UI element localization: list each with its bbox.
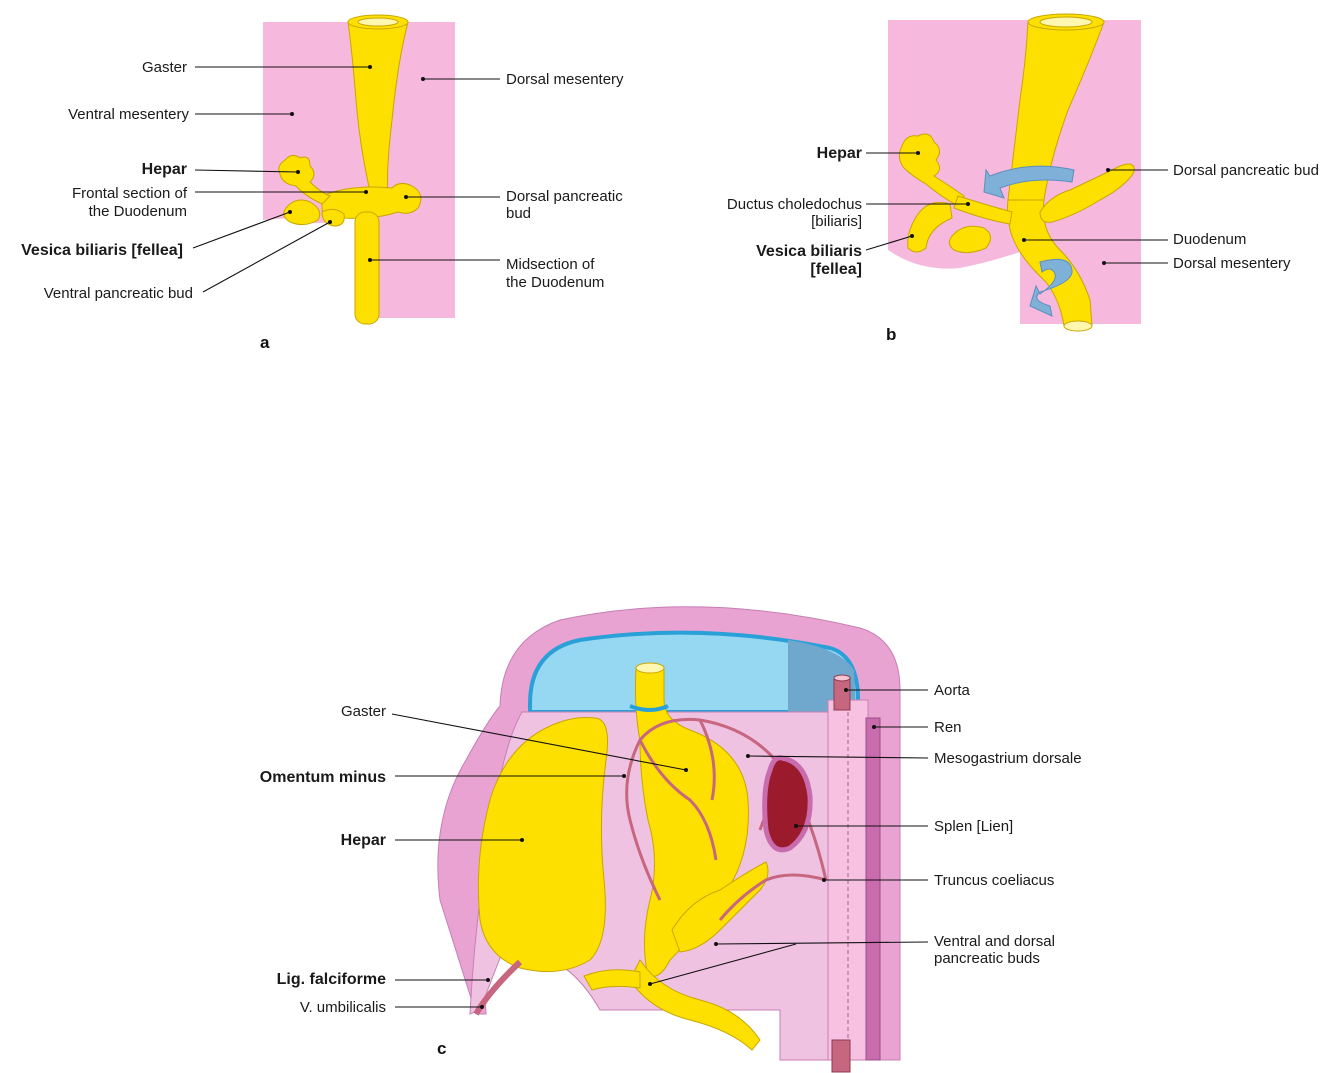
label-gaster-a: Gaster (142, 59, 187, 76)
panel-a: Gaster Dorsal mesentery Ventral mesenter… (21, 15, 624, 352)
panel-letter-a: a (260, 333, 270, 352)
label-frontal-section-1-a: Frontal section of (72, 185, 188, 202)
label-ductus-2-b: [biliaris] (811, 213, 862, 230)
label-vesica-a: Vesica biliaris [fellea] (21, 242, 183, 259)
label-gaster-c: Gaster (341, 703, 386, 720)
label-buds-1-c: Ventral and dorsal (934, 933, 1055, 950)
panel-b: Hepar Ductus choledochus [biliaris] Vesi… (727, 14, 1319, 344)
label-v-umbilicalis-c: V. umbilicalis (300, 999, 386, 1016)
label-dorsal-bud-2-a: bud (506, 205, 531, 222)
panel-letter-c: c (437, 1039, 446, 1058)
label-lig-falciforme-c: Lig. falciforme (277, 971, 386, 988)
duodenum-midsection-a (355, 212, 379, 324)
label-vesica-2-b: [fellea] (810, 261, 862, 278)
label-hepar-b: Hepar (817, 145, 862, 162)
label-duodenum-b: Duodenum (1173, 231, 1246, 248)
ren-c (866, 718, 880, 1060)
aorta-c (834, 678, 850, 710)
label-splen-c: Splen [Lien] (934, 818, 1013, 835)
label-dorsal-mesentery-a: Dorsal mesentery (506, 71, 624, 88)
label-ren-c: Ren (934, 719, 962, 736)
label-vesica-1-b: Vesica biliaris (756, 243, 862, 260)
label-ventral-bud-a: Ventral pancreatic bud (44, 285, 193, 302)
ventral-edge-cutout-a (263, 214, 355, 322)
label-dorsal-mesentery-b: Dorsal mesentery (1173, 255, 1291, 272)
label-omentum-minus-c: Omentum minus (260, 769, 386, 786)
label-frontal-section-2-a: the Duodenum (89, 203, 187, 220)
spleen-c (765, 758, 811, 850)
label-truncus-c: Truncus coeliacus (934, 872, 1054, 889)
label-ductus-1-b: Ductus choledochus (727, 196, 862, 213)
label-dorsal-bud-b: Dorsal pancreatic bud (1173, 162, 1319, 179)
label-hepar-a: Hepar (142, 161, 187, 178)
label-midsection-2-a: the Duodenum (506, 274, 604, 291)
panel-c: Gaster Omentum minus Hepar Lig. falcifor… (260, 607, 1082, 1072)
label-midsection-1-a: Midsection of (506, 256, 595, 273)
label-aorta-c: Aorta (934, 682, 971, 699)
label-mesogastrium-c: Mesogastrium dorsale (934, 750, 1082, 767)
label-dorsal-bud-1-a: Dorsal pancreatic (506, 188, 623, 205)
label-hepar-c: Hepar (341, 832, 386, 849)
label-ventral-mesentery-a: Ventral mesentery (68, 106, 189, 123)
panel-letter-b: b (886, 325, 896, 344)
label-buds-2-c: pancreatic buds (934, 950, 1040, 967)
